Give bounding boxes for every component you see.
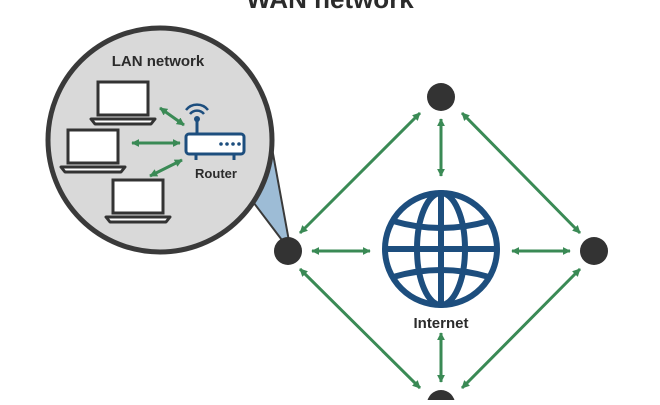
router-icon [184,103,246,160]
wan-link-arrow [460,111,582,235]
lan-network-label: LAN network [112,53,205,70]
wan-link-arrow [298,111,422,235]
wan-node-top [427,83,455,111]
router-label: Router [195,166,237,181]
diagram-title: WAN network [246,0,414,14]
wan-link-arrow [460,267,582,390]
laptop-icon [59,128,127,174]
laptop-icon [89,80,157,126]
wan-link-arrow [298,267,422,390]
wan-node-left [274,237,302,265]
internet-label: Internet [413,315,468,332]
wan-node-bottom [427,390,455,405]
laptop-icon [104,178,172,224]
wan-node-right [580,237,608,265]
lan-link-arrow [159,106,185,127]
lan-link-arrow [149,158,183,178]
globe-icon [382,190,500,308]
